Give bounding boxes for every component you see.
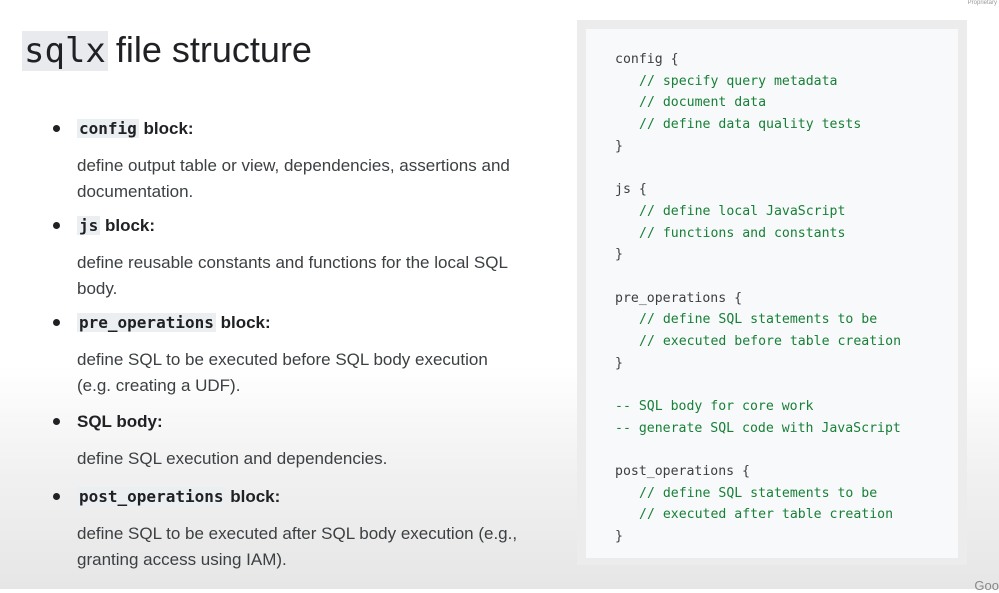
code-lines: config { // specify query metadata // do… (615, 49, 901, 548)
bullet-description: define output table or view, dependencie… (77, 156, 510, 201)
code-line: } (615, 529, 623, 545)
code-panel: config { // specify query metadata // do… (577, 20, 967, 565)
slide-title-code: sqlx (22, 31, 108, 71)
bullet-heading: post_operations block: (77, 484, 520, 510)
code-line: pre_operations { (615, 290, 743, 306)
bullet-code: js (77, 216, 101, 235)
bullet-suffix: block: (225, 487, 281, 506)
code-comment-line: -- SQL body for core work (615, 399, 814, 414)
bullet-suffix: block: (100, 216, 156, 235)
bullet-dot (53, 493, 60, 500)
code-line: js { (615, 182, 647, 198)
bullet-dot (53, 125, 60, 132)
code-line: } (615, 355, 623, 371)
code-comment-line: // specify query metadata (639, 73, 838, 89)
slide-title-text: file structure (115, 29, 312, 70)
bullet-code: post_operations (77, 487, 226, 506)
bullet-code: config (77, 119, 139, 138)
code-comment-line: // define SQL statements to be (639, 485, 878, 501)
bullet-code: pre_operations (77, 313, 216, 332)
code-comment-line: // executed after table creation (639, 507, 894, 523)
bullet-suffix: block: (215, 313, 271, 332)
bullet-dot (53, 418, 60, 425)
code-line: config { (615, 52, 679, 67)
bullet-dot (53, 319, 60, 326)
bullet-description: define SQL to be executed before SQL bod… (77, 350, 488, 395)
bullet-pre-operations: pre_operations block: define SQL to be e… (50, 310, 520, 399)
code-comment-line: // define data quality tests (639, 117, 862, 133)
code-line: } (615, 247, 623, 263)
bullet-heading: config block: (77, 116, 520, 142)
code-comment-line: // document data (639, 95, 767, 111)
code-line: post_operations { (615, 464, 750, 480)
top-right-label: Proprietary (967, 0, 997, 6)
code-line: } (615, 138, 623, 154)
bullet-description: define reusable constants and functions … (77, 253, 508, 298)
bullet-post-operations: post_operations block: define SQL to be … (50, 484, 520, 573)
code-comment-line: // define SQL statements to be (639, 312, 878, 328)
bullet-description: define SQL execution and dependencies. (77, 449, 388, 468)
code-blank-line (615, 439, 901, 461)
code-blank-line (615, 157, 901, 179)
bullet-heading: js block: (77, 213, 520, 239)
bullet-suffix: block: (138, 119, 194, 138)
bullet-list: config block: define output table or vie… (50, 116, 520, 573)
bullet-config: config block: define output table or vie… (50, 116, 520, 205)
google-logo: Goo (974, 578, 999, 593)
code-comment-line: -- generate SQL code with JavaScript (615, 420, 901, 436)
bullet-description: define SQL to be executed after SQL body… (77, 524, 518, 569)
code-block: config { // specify query metadata // do… (586, 29, 958, 558)
code-comment-line: // executed before table creation (639, 333, 902, 349)
bullet-js: js block: define reusable constants and … (50, 213, 520, 302)
code-blank-line (615, 374, 901, 396)
code-comment-line: // define local JavaScript (639, 203, 846, 219)
bullet-sql-body: SQL body: define SQL execution and depen… (50, 409, 520, 472)
bullet-heading: SQL body: (77, 409, 520, 435)
code-blank-line (615, 266, 901, 288)
bullet-heading: pre_operations block: (77, 310, 520, 336)
bullet-dot (53, 222, 60, 229)
code-comment-line: // functions and constants (639, 225, 846, 241)
bullet-suffix: SQL body: (77, 412, 163, 431)
